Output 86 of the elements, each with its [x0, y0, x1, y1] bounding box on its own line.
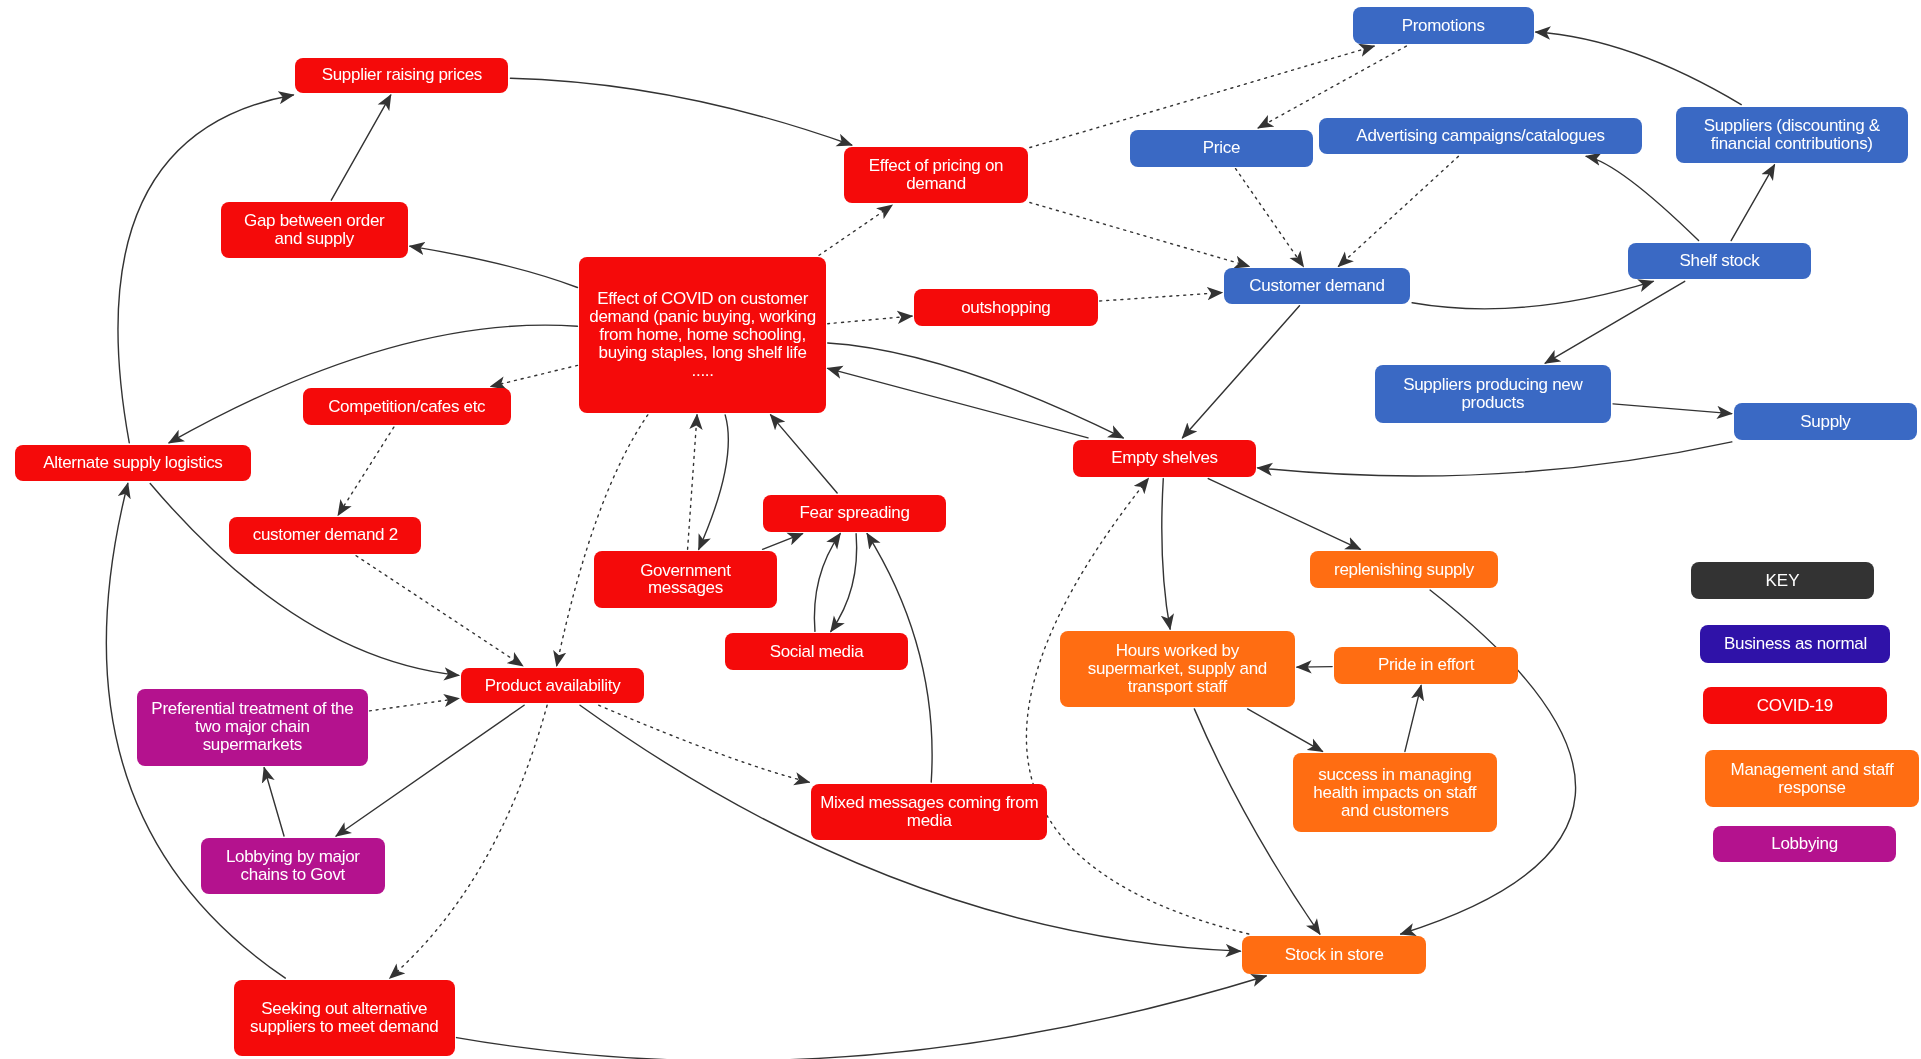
- factor-box: outshopping: [913, 289, 1098, 326]
- arrow: [769, 413, 838, 494]
- dotted-arrow: [1029, 201, 1251, 269]
- factor-box: replenishing supply: [1309, 551, 1499, 589]
- factor-box: Promotions: [1352, 7, 1534, 45]
- arrow: [167, 324, 579, 444]
- arrow: [1207, 477, 1362, 550]
- factor-box: Customer demand: [1223, 268, 1411, 304]
- arrow: [1544, 280, 1686, 364]
- arrow: [1411, 279, 1655, 310]
- arrow: [1181, 305, 1301, 439]
- dotted-arrow: [388, 704, 548, 979]
- factor-box: success in managing health impacts on staff and customers: [1292, 753, 1498, 832]
- legend-swatch: Business as normal: [1700, 624, 1891, 663]
- arrow: [117, 92, 295, 444]
- factor-box: Fear spreading: [763, 494, 946, 532]
- dotted-arrow: [686, 413, 703, 550]
- dotted-arrow: [1257, 45, 1407, 129]
- arrow: [261, 766, 285, 837]
- factor-box: customer demand 2: [229, 517, 422, 554]
- factor-box: Gap between order and supply: [220, 202, 408, 259]
- factor-box: Lobbying by major chains to Govt: [200, 838, 385, 895]
- factor-box: Hours worked by supermarket, supply and transport staff: [1059, 630, 1295, 707]
- dotted-arrow: [1099, 287, 1224, 302]
- dotted-arrow: [1025, 477, 1250, 935]
- factor-box: Shelf stock: [1628, 242, 1811, 280]
- factor-box: Seeking out alternative suppliers to meet demand: [234, 980, 455, 1057]
- arrow: [1612, 403, 1733, 420]
- legend-swatch: Lobbying: [1712, 825, 1897, 863]
- factor-box: Pride in effort: [1334, 646, 1518, 684]
- factor-box: Empty shelves: [1073, 439, 1256, 477]
- arrow: [826, 365, 1089, 439]
- dotted-arrow: [1234, 167, 1305, 268]
- arrow: [335, 704, 525, 837]
- arrow: [761, 532, 804, 550]
- factor-box: Product availability: [460, 667, 645, 704]
- arrow: [1584, 153, 1700, 242]
- arrow: [1399, 589, 1576, 936]
- dotted-arrow: [827, 310, 914, 325]
- arrow: [1404, 684, 1425, 753]
- arrow: [827, 342, 1125, 439]
- arrow: [1193, 708, 1321, 936]
- arrow: [698, 414, 730, 551]
- arrow: [408, 242, 579, 289]
- factor-box: Price: [1129, 129, 1314, 167]
- dotted-arrow: [355, 555, 524, 667]
- factor-box: Suppliers (discounting & financial contributions): [1675, 106, 1908, 163]
- arrow: [1161, 477, 1175, 631]
- factor-box: Supply: [1733, 403, 1918, 440]
- arrow: [1534, 26, 1742, 106]
- dotted-arrow: [598, 704, 811, 785]
- arrow: [830, 533, 858, 633]
- arrow: [149, 482, 460, 680]
- dotted-arrow: [368, 693, 460, 712]
- arrow: [330, 93, 392, 201]
- factor-box: Effect of pricing on demand: [844, 147, 1028, 204]
- factor-box: Supplier raising prices: [295, 57, 509, 94]
- arrow: [866, 532, 933, 783]
- arrow: [1295, 660, 1333, 674]
- dotted-arrow: [818, 204, 894, 256]
- dotted-arrow: [1337, 155, 1460, 268]
- dotted-arrow: [337, 426, 395, 517]
- arrow: [813, 532, 841, 633]
- factor-box: Preferential treatment of the two major chain supermarkets: [137, 688, 368, 766]
- arrow: [1246, 708, 1324, 753]
- dotted-arrow: [1029, 43, 1376, 149]
- factor-box: Suppliers producing new products: [1374, 365, 1611, 423]
- arrow: [105, 482, 287, 979]
- factor-box: Government messages: [594, 551, 777, 608]
- arrow: [579, 704, 1242, 957]
- legend-swatch: Management and staff response: [1705, 749, 1919, 808]
- factor-box: Effect of COVID on customer demand (panic buying, working from home, home schooling, buying staples, long shelf life .....: [579, 257, 826, 413]
- factor-box: Mixed messages coming from media: [811, 784, 1048, 841]
- arrow: [1256, 441, 1733, 477]
- factor-box: Stock in store: [1242, 936, 1427, 974]
- factor-box: Social media: [725, 633, 908, 671]
- dotted-arrow: [553, 414, 649, 667]
- factor-box: Alternate supply logistics: [14, 444, 252, 482]
- arrow: [1730, 163, 1776, 242]
- legend-heading: KEY: [1690, 562, 1875, 600]
- dotted-arrow: [489, 364, 579, 390]
- arrow: [455, 973, 1268, 1059]
- factor-box: Competition/cafes etc: [302, 388, 511, 426]
- legend-swatch: COVID-19: [1702, 687, 1887, 725]
- arrow: [509, 77, 853, 147]
- factor-box: Advertising campaigns/catalogues: [1319, 117, 1642, 155]
